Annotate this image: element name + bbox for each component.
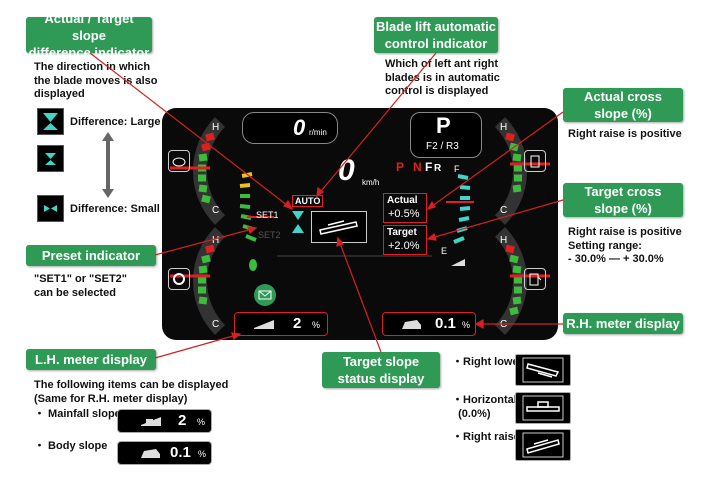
shift-n: N [413, 160, 422, 174]
difference-small-icon [37, 195, 64, 222]
set1-label: SET1 [256, 210, 279, 220]
lh-bottom-gauge-c: C [212, 319, 220, 330]
target-value: +2.0% [388, 240, 420, 252]
callout-target-status-title: Target slope status display [337, 354, 425, 386]
arrow-small-icon [44, 205, 57, 212]
body-slope-icon [141, 449, 160, 458]
speed-value: 0 [338, 154, 355, 187]
rpm-value: 0 [293, 115, 306, 140]
callout-preset-indicator: Preset indicator [26, 245, 156, 266]
actual-value: +0.5% [388, 208, 420, 220]
gear-value: P [436, 113, 451, 138]
fuel-gauge-e: E [441, 246, 448, 256]
arrow-medium-icon [45, 153, 56, 165]
rh-top-gauge-h: H [500, 122, 508, 133]
blade-warning-icon [450, 254, 466, 268]
callout-actual-target-slope: Actual / Target slope difference indicat… [26, 11, 152, 60]
status-right-lower-label: ・Right lower [452, 356, 523, 368]
preset-note: "SET1" or "SET2" can be selected [34, 273, 127, 299]
rh-meter-value: 0.1 [435, 315, 456, 332]
lh-top-gauge-h: H [212, 122, 220, 133]
rh-bottom-gauge-h: H [500, 235, 508, 246]
actual-cross-note: Right raise is positive [568, 128, 682, 140]
dashboard-display: H C H C H C H C F E 0 r/min P F2 / R3 0 … [162, 108, 558, 340]
body-slope-meter: 0.1 % [117, 441, 212, 465]
mainfall-slope-value: 2 [178, 412, 187, 429]
callout-actual-target-title: Actual / Target slope difference indicat… [28, 10, 150, 60]
rpm-panel: 0 r/min [242, 112, 338, 144]
status-horizontal-icon [515, 392, 571, 424]
rh-top-warning-icon [524, 150, 546, 172]
lh-bottom-warning-icon [168, 268, 190, 290]
rh-bottom-fuel-icon [524, 268, 546, 290]
target-cross-note: Right raise is positive Setting range: -… [568, 226, 682, 265]
lh-meter-unit: % [312, 320, 321, 330]
lh-meter-note: The following items can be displayed (Sa… [34, 379, 229, 405]
callout-preset-title: Preset indicator [41, 248, 141, 263]
rh-meter-icon [402, 320, 421, 329]
target-label: Target [387, 227, 417, 238]
difference-large-label: Difference: Large [70, 116, 161, 128]
target-slope-status-icon [311, 211, 367, 243]
speed-unit: km/h [362, 178, 380, 187]
difference-range-arrow-icon [102, 132, 114, 198]
rh-top-gauge-c: C [500, 205, 508, 216]
lh-top-warning-icon [168, 150, 190, 172]
mainfall-slope-icon [141, 417, 161, 426]
actual-label: Actual [387, 195, 418, 206]
shift-r: R [434, 163, 442, 174]
callout-rh-meter: R.H. meter display [563, 313, 683, 334]
difference-medium-icon [37, 145, 64, 172]
callout-blade-lift-title: Blade lift automatic control indicator [376, 19, 496, 51]
callout-lh-meter-title: L.H. meter display [35, 352, 147, 367]
shift-p: P [396, 160, 405, 174]
lh-meter-value: 2 [293, 315, 302, 332]
shift-f: F [425, 160, 433, 174]
set2-label: SET2 [258, 230, 281, 240]
arrow-large-icon [43, 113, 58, 130]
difference-small-label: Difference: Small [70, 203, 160, 215]
difference-large-icon [37, 108, 64, 135]
actual-target-note: The direction in which the blade moves i… [34, 61, 158, 100]
fuel-gauge-f: F [454, 164, 460, 174]
actual-slope-box: Actual +0.5% [383, 193, 427, 223]
gear-range: F2 / R3 [426, 141, 459, 152]
target-slope-box: Target +2.0% [383, 225, 427, 255]
body-slope-value: 0.1 [170, 444, 191, 461]
mainfall-slope-meter: 2 % [117, 409, 212, 433]
message-icon [254, 284, 276, 306]
status-horizontal-label: ・Horizontal (0.0%) [452, 394, 517, 420]
callout-blade-lift: Blade lift automatic control indicator [374, 17, 498, 53]
callout-target-slope-status: Target slope status display [322, 352, 440, 388]
status-right-lower-icon [515, 354, 571, 386]
rh-bottom-gauge-c: C [500, 319, 508, 330]
callout-actual-cross-slope: Actual cross slope (%) [563, 88, 683, 122]
lh-item-mainfall-label: ・ Mainfall slope [34, 408, 121, 420]
lh-meter-display: 2 % [234, 312, 328, 336]
lh-meter-icon [254, 320, 274, 329]
callout-rh-meter-title: R.H. meter display [566, 316, 680, 331]
lh-top-gauge-c: C [212, 205, 220, 216]
difference-indicator-icon [292, 211, 304, 233]
gear-panel: P F2 / R3 [410, 112, 482, 158]
blade-lift-note: Which of left ant right blades is in aut… [385, 58, 500, 97]
lh-bottom-gauge-h: H [212, 235, 220, 246]
auto-label: AUTO [292, 195, 324, 207]
body-slope-unit: % [198, 449, 207, 459]
rh-meter-display: 0.1 % [382, 312, 476, 336]
callout-target-cross-title: Target cross slope (%) [584, 184, 662, 216]
callout-target-cross-slope: Target cross slope (%) [563, 183, 683, 217]
status-right-raise-label: ・Right raise [452, 431, 520, 443]
rpm-unit: r/min [309, 128, 327, 137]
lh-item-body-label: ・ Body slope [34, 440, 108, 452]
mainfall-slope-unit: % [197, 417, 206, 427]
rh-meter-unit: % [462, 320, 471, 330]
callout-lh-meter: L.H. meter display [26, 349, 156, 370]
leaf-eco-icon [246, 258, 260, 272]
status-right-raise-icon [515, 429, 571, 461]
callout-actual-cross-title: Actual cross slope (%) [583, 89, 663, 121]
